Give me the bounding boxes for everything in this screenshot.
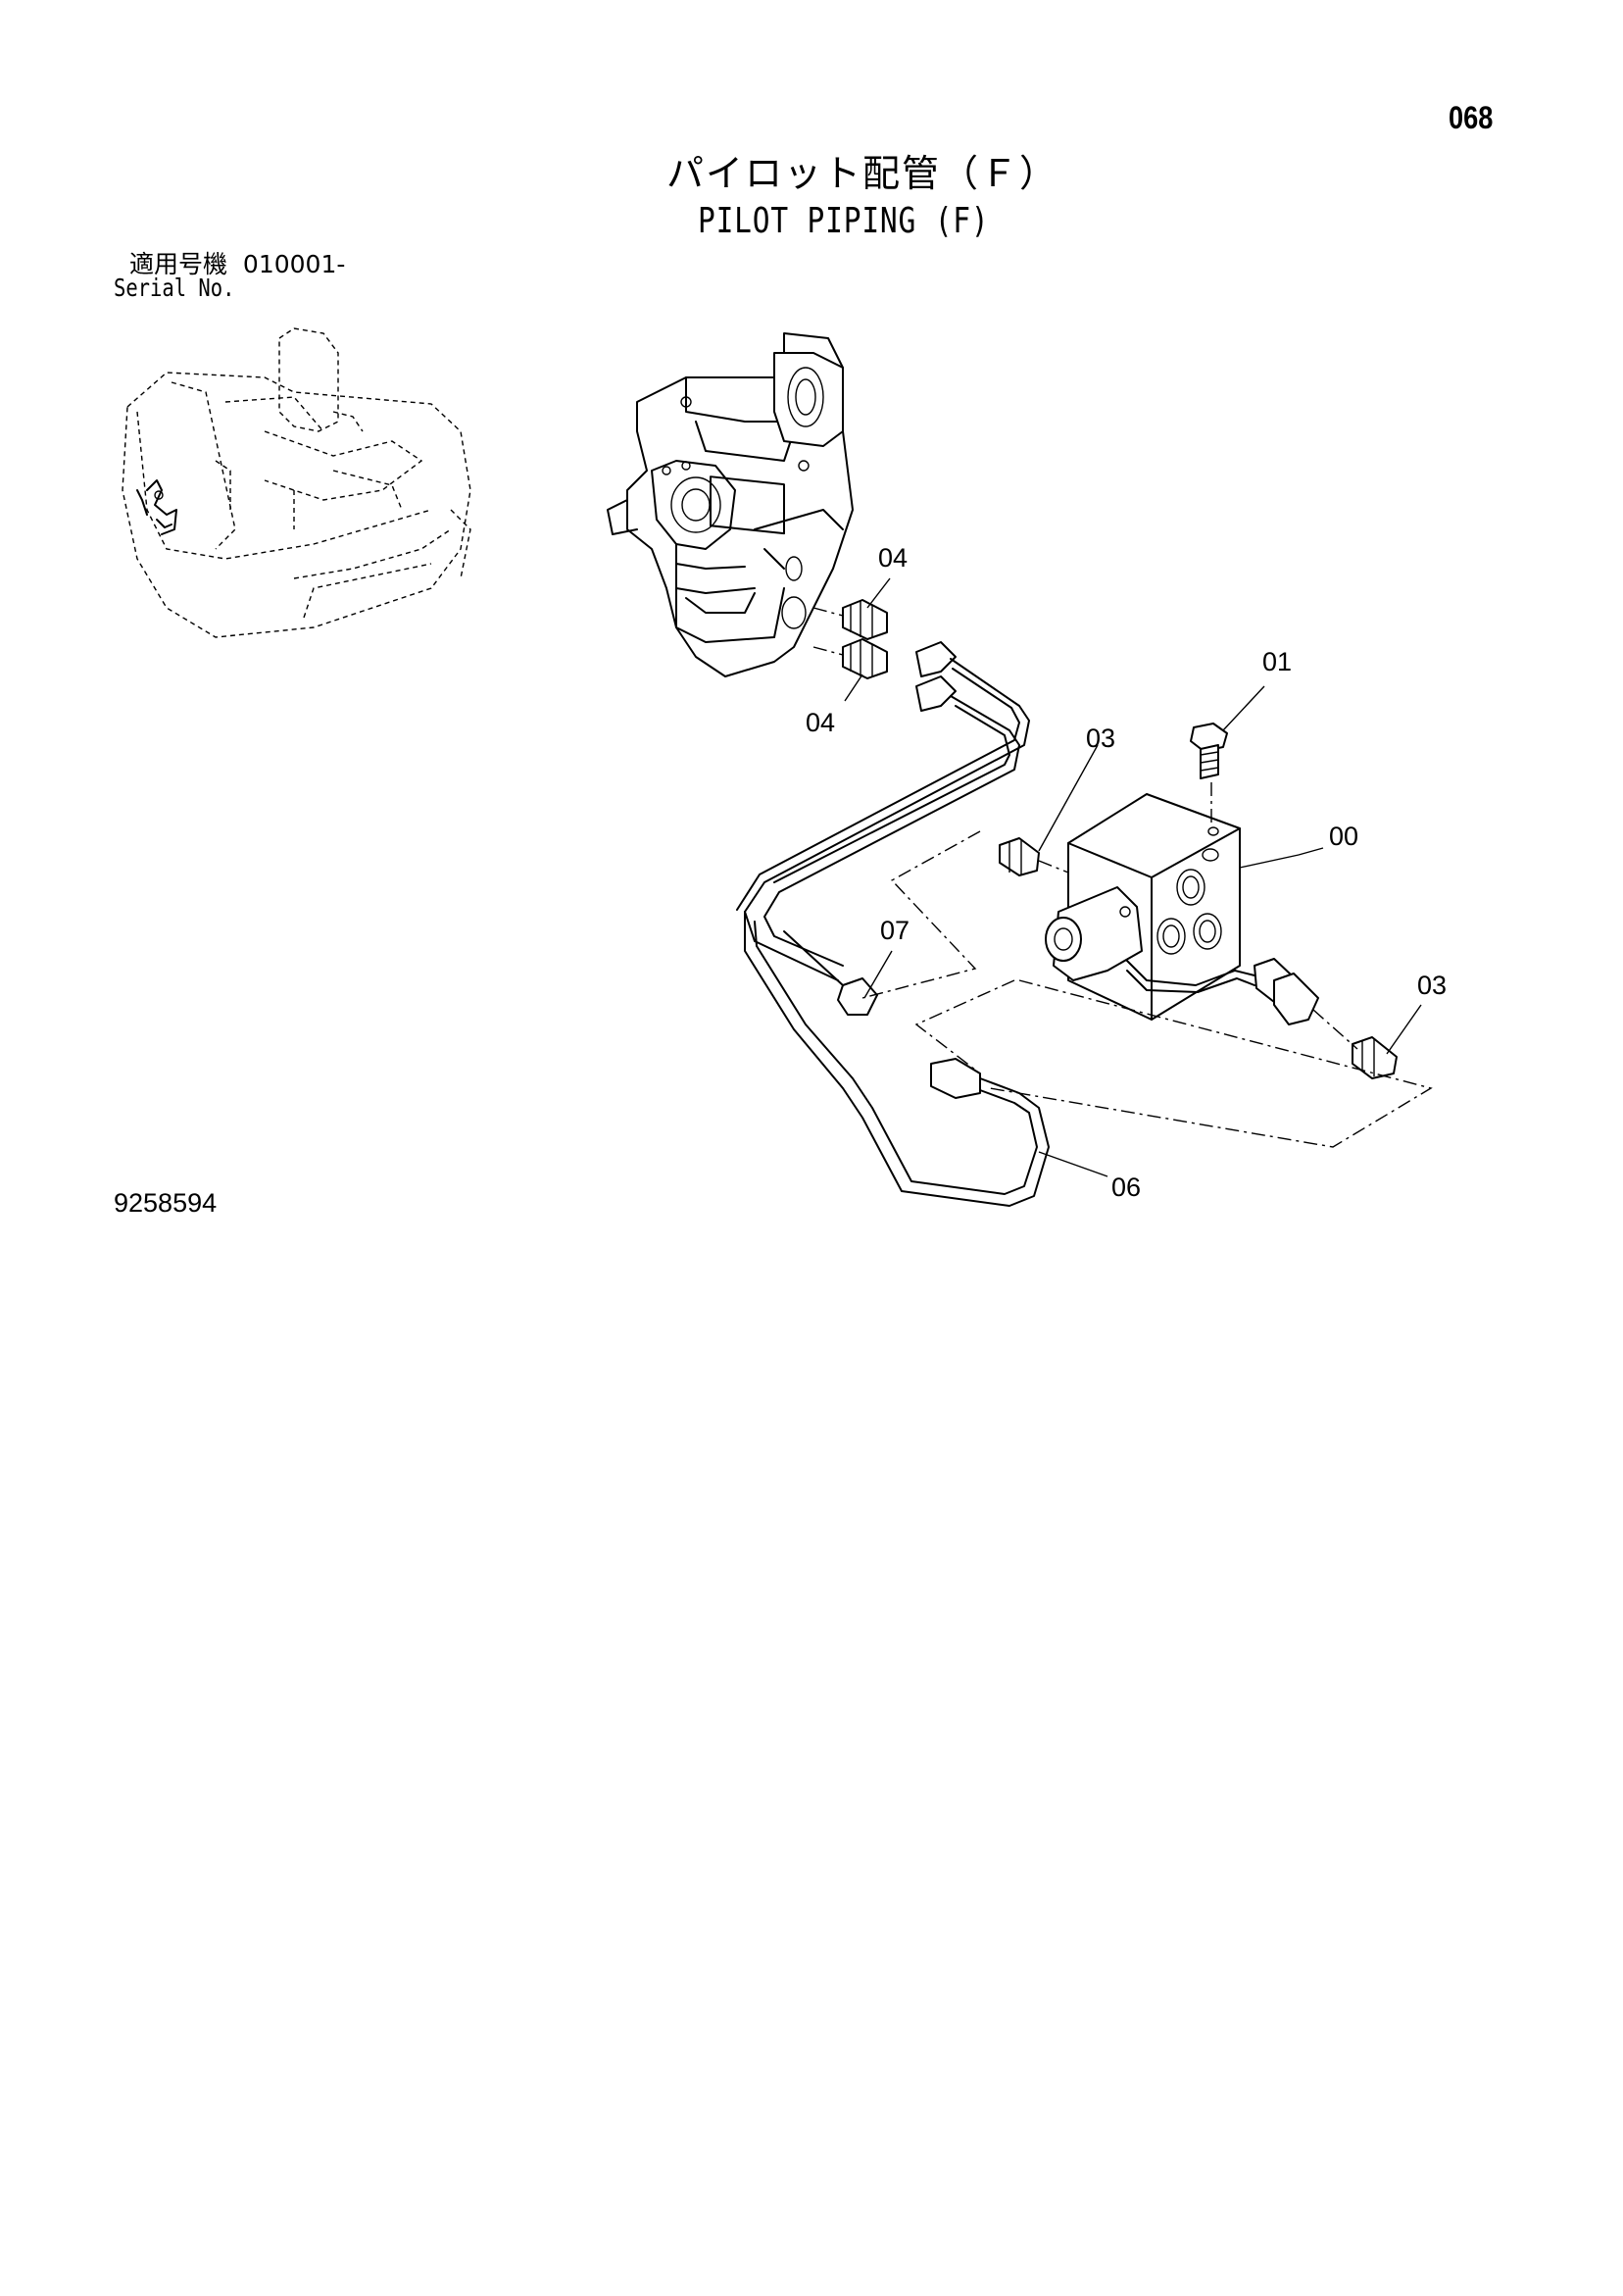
serial-label-japanese: 適用号機 010001- <box>129 252 345 276</box>
callout-04-lower: 04 <box>806 708 836 737</box>
serial-label-english: Serial No. <box>114 274 235 302</box>
solenoid-valve-block-00 <box>1045 793 1319 1025</box>
bolt-01 <box>1190 723 1228 828</box>
fitting-04-lower <box>842 638 888 679</box>
callout-00: 00 <box>1329 822 1359 851</box>
callout-06: 06 <box>1111 1173 1142 1202</box>
plug-03-left <box>999 837 1069 876</box>
plug-03-right <box>1352 1036 1398 1079</box>
callout-07: 07 <box>880 916 910 945</box>
leader-lines <box>844 577 1422 1177</box>
callout-04-upper: 04 <box>878 543 909 573</box>
serial-value: 010001- <box>242 250 346 278</box>
callout-03-right: 03 <box>1417 971 1448 1000</box>
title-japanese: パイロット配管（Ｆ） <box>666 152 1059 195</box>
assembly-centerlines <box>861 830 1433 1148</box>
document-number: 9258594 <box>114 1188 218 1218</box>
machine-location-thumbnail <box>122 327 471 638</box>
serial-label-ja-text: 適用号機 <box>129 250 228 278</box>
callout-03-left: 03 <box>1086 724 1116 753</box>
page-number: 068 <box>1449 100 1494 135</box>
callout-01: 01 <box>1262 647 1293 676</box>
fitting-04-upper <box>842 599 888 640</box>
pilot-valve-assembly <box>607 332 854 677</box>
title-english: PILOT PIPING (F) <box>698 201 990 241</box>
pilot-hoses <box>736 641 1050 1207</box>
